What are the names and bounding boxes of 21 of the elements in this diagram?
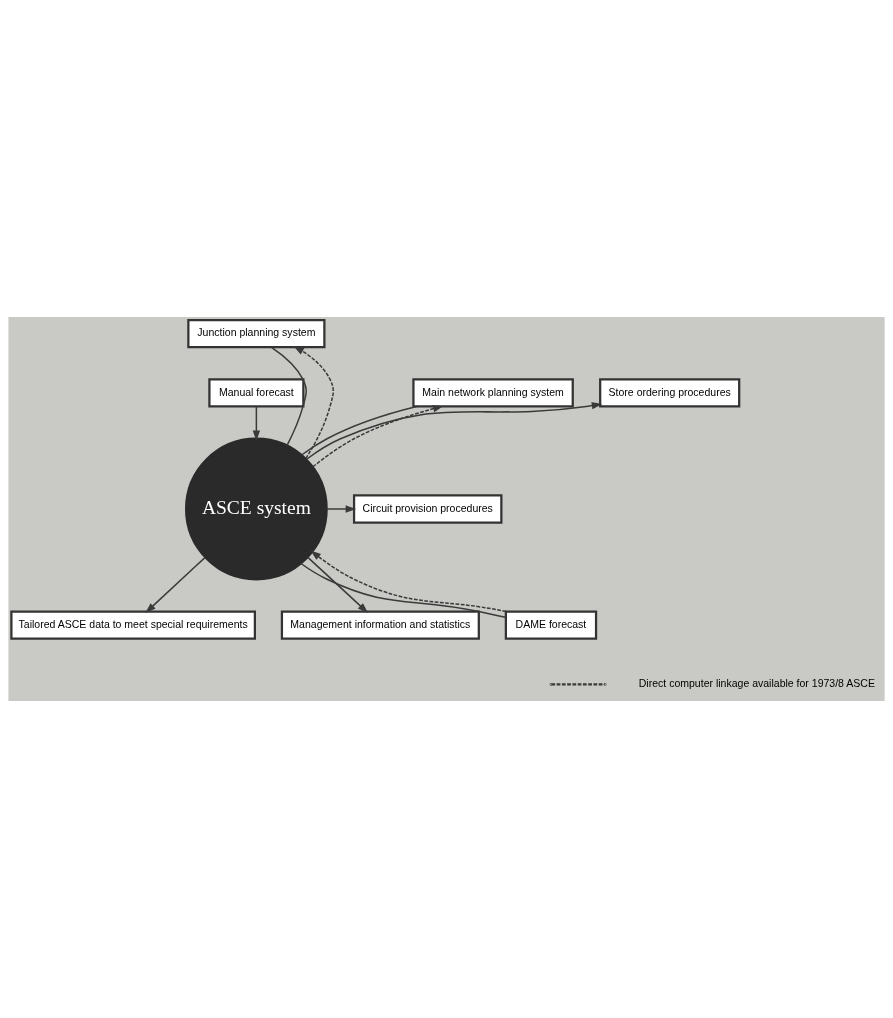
connector [270,346,307,447]
arrow [310,550,507,613]
arrow [325,505,357,513]
legend-label: Direct computer linkage available for 1973/8 ASCE [638,677,875,690]
arrow [252,405,261,441]
node-box: Store ordering procedures [599,378,741,408]
arrow [145,556,206,613]
arrow [293,345,334,460]
arrow [312,405,444,468]
node-box: Tailored ASCE data to meet special requirements [10,610,256,640]
connector [300,562,507,619]
connector [300,405,418,456]
arrow [305,401,603,461]
arrow [307,556,369,613]
node-box: Junction planning system [187,318,326,349]
node-box: Circuit provision procedures [352,494,503,524]
node-box: Management information and statistics [280,610,480,640]
node-box: DAME forecast [504,610,598,640]
node-circle: ASCE system [185,437,328,581]
node-box: Main network planning system [412,378,574,408]
node-box: Manual forecast [208,378,305,408]
